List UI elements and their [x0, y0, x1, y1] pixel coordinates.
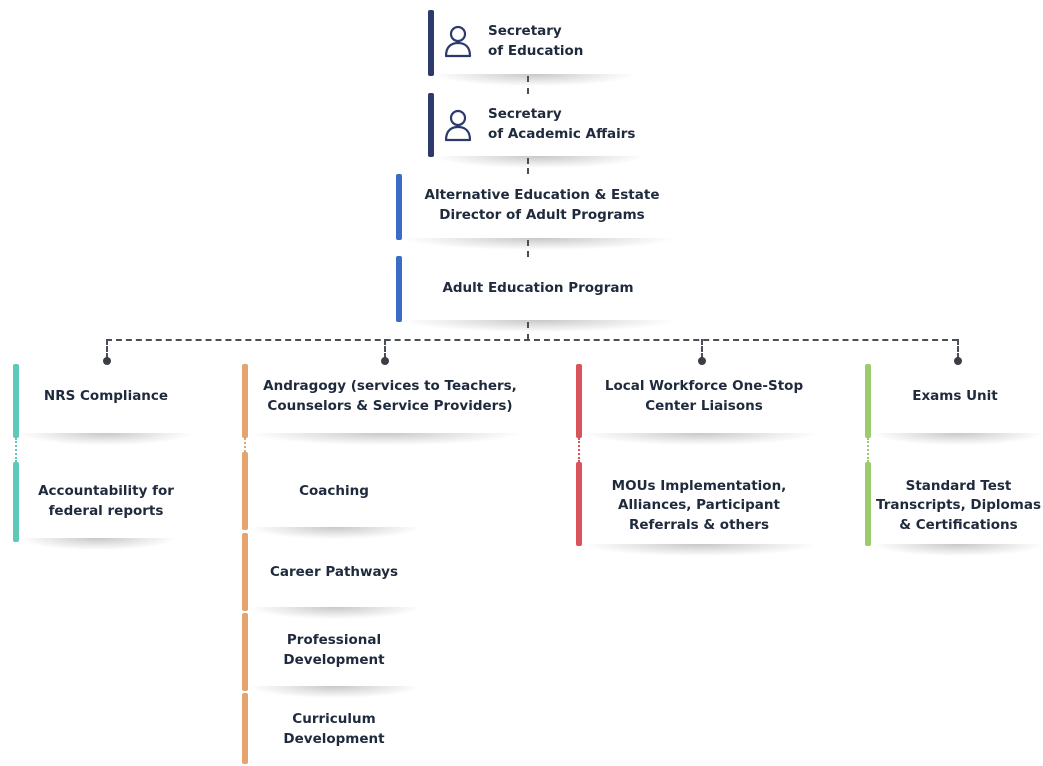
- andragogy-bar: [242, 364, 248, 438]
- secretary-education-bar: [428, 10, 434, 76]
- box-shadow: [20, 433, 192, 445]
- standard-test-box: Standard Test Transcripts, Diplomas & Ce…: [874, 470, 1043, 542]
- adult-education-program-box: Adult Education Program: [406, 262, 670, 316]
- nrs-compliance-label: NRS Compliance: [43, 388, 169, 405]
- exams-unit-label: Exams Unit: [912, 388, 998, 405]
- coaching-box: Coaching: [252, 460, 416, 524]
- connector: [384, 339, 386, 359]
- professional-development-bar: [242, 613, 248, 691]
- dotted-connector: [867, 438, 869, 462]
- curriculum-development-bar: [242, 693, 248, 764]
- secretary-of-education-label: Secretary of Education: [488, 23, 584, 59]
- box-shadow: [434, 74, 634, 86]
- nrs-compliance-box: NRS Compliance: [22, 368, 190, 426]
- branch-dot: [381, 357, 389, 365]
- adult-education-program-label: Adult Education Program: [442, 280, 634, 297]
- curriculum-development-label: Curriculum Development: [283, 711, 385, 747]
- mous-bar: [576, 462, 582, 546]
- mous-box: MOUs Implementation, Alliances, Particip…: [586, 470, 812, 542]
- connector: [957, 339, 959, 359]
- connector: [527, 158, 529, 174]
- branch-dot: [103, 357, 111, 365]
- secretary-of-academic-affairs-box: Secretary of Academic Affairs: [482, 99, 657, 151]
- dotted-connector: [578, 438, 580, 462]
- branch-dot: [954, 357, 962, 365]
- box-shadow: [584, 544, 816, 556]
- box-shadow: [434, 156, 644, 168]
- connector: [701, 339, 703, 359]
- curriculum-development-box: Curriculum Development: [252, 698, 416, 762]
- connector: [106, 339, 108, 359]
- coaching-label: Coaching: [299, 483, 369, 500]
- standard-test-label: Standard Test Transcripts, Diplomas & Ce…: [875, 477, 1042, 533]
- workforce-bar: [576, 364, 582, 438]
- professional-development-box: Professional Development: [252, 619, 416, 683]
- box-shadow: [873, 544, 1043, 556]
- professional-development-label: Professional Development: [283, 632, 385, 668]
- exams-unit-bar: [865, 364, 871, 438]
- branch-dot: [698, 357, 706, 365]
- workforce-box: Local Workforce One-Stop Center Liaisons: [586, 368, 822, 426]
- career-pathways-label: Career Pathways: [269, 564, 399, 581]
- box-shadow: [250, 607, 420, 619]
- mous-label: MOUs Implementation, Alliances, Particip…: [611, 477, 787, 533]
- director-bar: [396, 174, 402, 240]
- dotted-connector: [15, 438, 17, 462]
- box-shadow: [404, 320, 674, 332]
- accountability-bar: [13, 462, 19, 542]
- box-shadow: [250, 433, 520, 445]
- director-of-adult-programs-label: Alternative Education & Estate Director …: [424, 187, 660, 223]
- andragogy-label: Andragogy (services to Teachers, Counsel…: [263, 378, 517, 414]
- connector: [527, 322, 529, 340]
- box-shadow: [20, 538, 176, 550]
- connector: [527, 240, 529, 257]
- branch-line: [106, 339, 958, 341]
- person-icon: [443, 108, 473, 142]
- secretary-academic-bar: [428, 93, 434, 157]
- box-shadow: [873, 433, 1043, 445]
- person-icon: [443, 24, 473, 58]
- exams-unit-box: Exams Unit: [875, 368, 1035, 426]
- dotted-connector: [244, 438, 246, 452]
- andragogy-box: Andragogy (services to Teachers, Counsel…: [252, 368, 528, 426]
- box-shadow: [404, 238, 674, 250]
- connector: [527, 76, 529, 94]
- career-pathways-bar: [242, 533, 248, 611]
- workforce-label: Local Workforce One-Stop Center Liaisons: [604, 378, 804, 414]
- box-shadow: [584, 433, 816, 445]
- adult-education-program-bar: [396, 256, 402, 322]
- director-of-adult-programs-box: Alternative Education & Estate Director …: [406, 180, 678, 232]
- box-shadow: [250, 686, 420, 698]
- accountability-label: Accountability for federal reports: [38, 483, 174, 519]
- coaching-bar: [242, 452, 248, 530]
- standard-test-bar: [865, 462, 871, 546]
- box-shadow: [250, 527, 420, 539]
- career-pathways-box: Career Pathways: [252, 541, 416, 605]
- nrs-compliance-bar: [13, 364, 19, 438]
- secretary-of-education-box: Secretary of Education: [482, 16, 642, 68]
- secretary-of-academic-affairs-label: Secretary of Academic Affairs: [488, 106, 636, 142]
- accountability-box: Accountability for federal reports: [22, 470, 190, 534]
